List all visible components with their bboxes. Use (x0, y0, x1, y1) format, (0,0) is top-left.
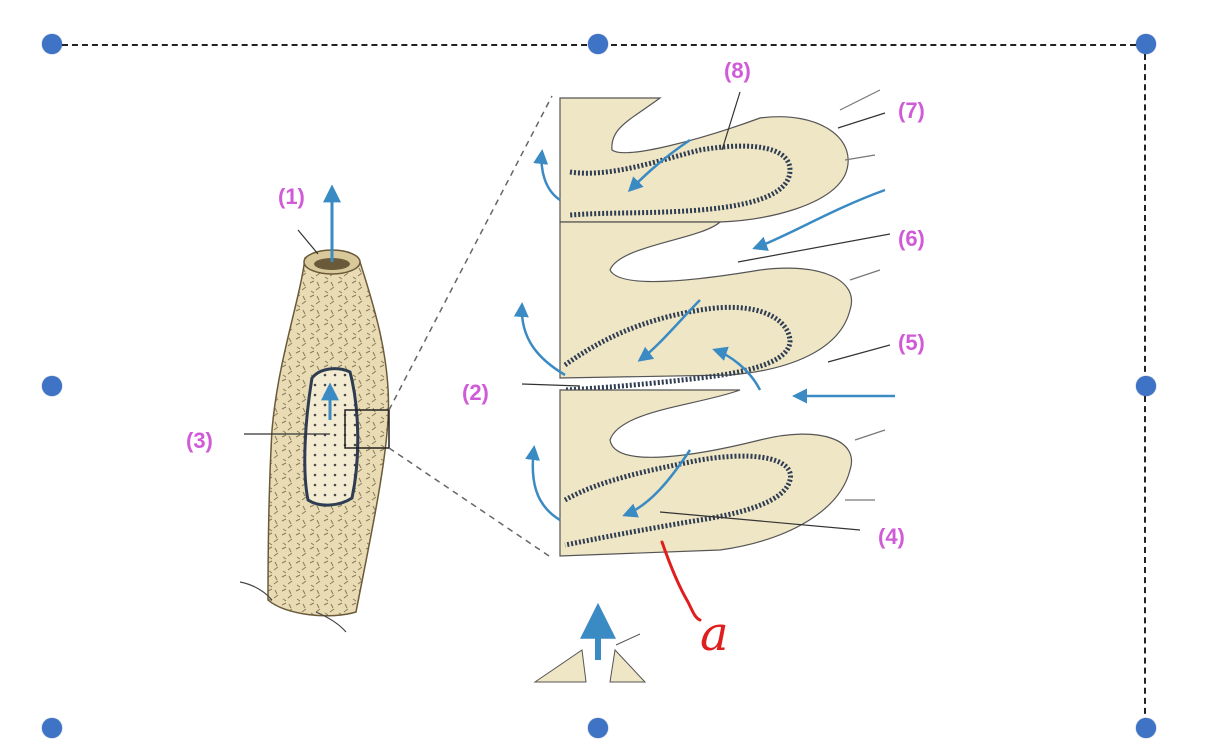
flow-arrows (513, 138, 896, 522)
label-3: (3) (186, 428, 213, 453)
resize-handle-middle-left[interactable] (42, 376, 62, 396)
spongocoel (303, 367, 360, 507)
chamber-top (559, 97, 849, 223)
resize-handle-bottom-right[interactable] (1136, 718, 1156, 738)
zoom-region-box (344, 409, 390, 449)
resize-handle-bottom-middle[interactable] (588, 718, 608, 738)
label-1: (1) (278, 184, 305, 209)
lower-figure-fragment (533, 602, 647, 683)
sponge-body (239, 249, 390, 633)
label-5: (5) (898, 330, 925, 355)
label-2: (2) (462, 380, 489, 405)
resize-handle-middle-right[interactable] (1136, 376, 1156, 396)
label-6: (6) (898, 226, 925, 251)
resize-handle-top-left[interactable] (42, 34, 62, 54)
label-7: (7) (898, 98, 925, 123)
magnified-wall (559, 89, 886, 557)
label-4: (4) (878, 524, 905, 549)
resize-handle-bottom-left[interactable] (42, 718, 62, 738)
handwritten-annotation (660, 540, 702, 622)
chamber-middle (559, 221, 853, 393)
resize-handle-top-middle[interactable] (588, 34, 608, 54)
chamber-bottom (559, 389, 853, 557)
resize-handle-top-right[interactable] (1136, 34, 1156, 54)
handwritten-letter: a (700, 606, 729, 662)
label-8: (8) (724, 58, 751, 83)
